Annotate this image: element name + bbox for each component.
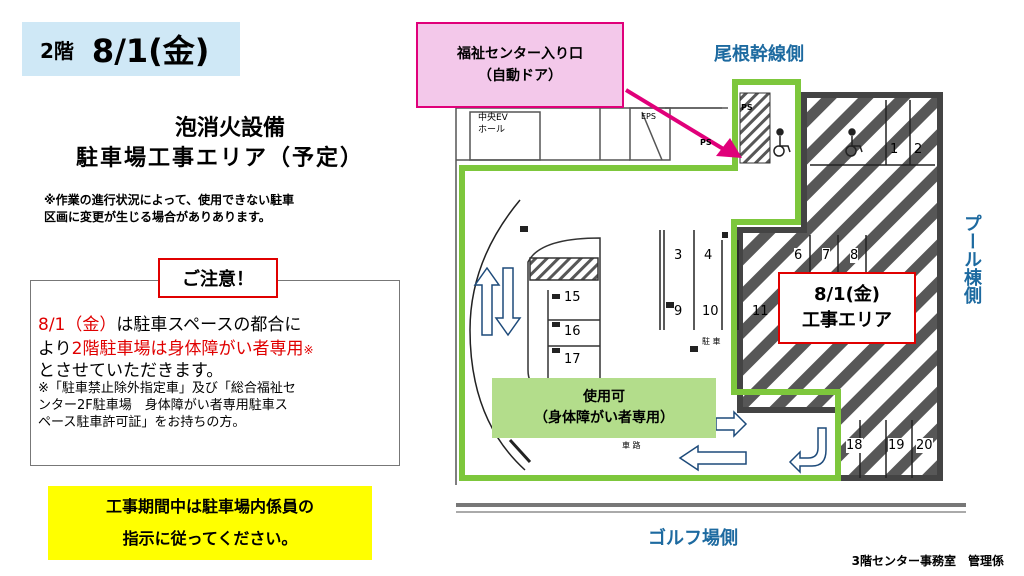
space-8: 8 [850,248,859,263]
space-1: 1 [890,142,899,157]
right-arrow [715,410,748,438]
title-line-1: 泡消火設備 [174,116,285,141]
space-18: 18 [846,438,863,453]
work-area-date: 8/1(金) [813,284,881,305]
progress-note: ※作業の進行状況によって、使用できない駐車 区画に変更が生じる場合がありあります… [44,192,414,226]
middle-bay-lines [659,230,739,330]
space-3: 3 [674,248,683,263]
stair-hatch [739,92,771,164]
space-6: 6 [794,248,803,263]
pillars [520,226,728,353]
space-20: 20 [916,438,933,453]
space-15: 15 [564,290,581,305]
space-16: 16 [564,324,581,339]
caution-note-line-3: ペース駐車許可証」をお持ちの方。 [38,415,246,430]
space-19: 19 [888,438,905,453]
space-17: 17 [564,352,581,367]
footer-office: 3階センター事務室 管理係 [851,554,1004,568]
progress-note-line-2: 区画に変更が生じる場合がありあります。 [44,210,271,224]
side-label-bottom: ゴルフ場側 [648,528,738,549]
space-4: 4 [704,248,713,263]
caution-note: ※「駐車禁止除外指定車」及び「総合福祉セ ンター2F駐車場 身体障がい者専用駐車… [38,380,388,431]
ps-label-1: PS [741,103,753,112]
title-line-2: 駐車場工事エリア（予定） [75,146,364,171]
ps-label-2: PS [700,138,712,147]
entrance-arrow-head [716,138,742,158]
progress-note-line-1: ※作業の進行状況によって、使用できない駐車 [44,193,295,207]
space-9: 9 [674,304,683,319]
caution-note-line-1: ※「駐車禁止除外指定車」及び「総合福祉セ [38,381,296,396]
floor-date-tag: 2階 8/1(金) [22,22,240,76]
side-label-right: プール棟側 [961,214,982,304]
caution-line-2-red: 2階駐車場は身体障がい者専用 [71,339,304,359]
entrance-line-1: 福祉センター入り口 [457,46,583,62]
lane-label: 車 路 [622,441,641,450]
traffic-arrows-left [473,266,522,337]
wheelchair-icon [773,128,791,157]
space-2: 2 [914,142,923,157]
center-island [527,237,601,391]
parking-label: 駐 車 [702,337,721,346]
staff-line-2: 指示に従ってください。 [122,529,298,548]
caution-line-1: 8/1（金）は駐車スペースの都合に [38,310,301,335]
building-walls [455,107,966,513]
caution-line-2-pre: より [38,339,72,359]
caution-line-3: とさせていただきます。 [38,361,224,381]
work-area-bay-lines [809,100,935,478]
usable-line-2: （身体障がい者専用） [534,410,674,426]
caution-date: 8/1（金） [38,315,117,335]
caution-note-line-2: ンター2F駐車場 身体障がい者専用駐車ス [38,398,288,413]
caution-title: ご注意！ [158,258,278,298]
space-7: 7 [822,248,831,263]
caution-line-2-mark: ※ [303,343,314,357]
staff-instruction-box: 工事期間中は駐車場内係員の 指示に従ってください。 [48,486,372,560]
ev-hall-label-2: ホール [478,125,506,135]
work-area-text: 工事エリア [802,310,892,331]
return-arrow [788,427,827,474]
staff-line-1: 工事期間中は駐車場内係員の [105,497,314,516]
entrance-line-2: （自動ドア） [478,68,562,84]
space-10: 10 [702,304,719,319]
side-label-top: 尾根幹線側 [714,44,804,65]
left-arrow [678,444,747,472]
usable-label-box: 使用可 （身体障がい者専用） [492,378,716,438]
work-area-label-box: 8/1(金) 工事エリア [778,272,916,344]
entrance-label-box: 福祉センター入り口 （自動ドア） [416,22,624,108]
wheelchair-icon-2 [845,128,863,157]
usable-area-outline [459,79,841,481]
caution-line-1-rest: は駐車スペースの都合に [116,315,302,335]
ev-hall-label: 中央EV ホール [478,112,508,136]
eps-label: EPS [641,112,656,121]
floor-label: 2階 [40,38,74,63]
date-label: 8/1(金) [91,32,210,70]
ev-hall-label-1: 中央EV [478,113,508,123]
entrance-arrow-line [624,88,727,152]
caution-line-2: より2階駐車場は身体障がい者専用※ [38,334,314,359]
usable-line-1: 使用可 [583,389,625,405]
space-11: 11 [752,304,769,319]
